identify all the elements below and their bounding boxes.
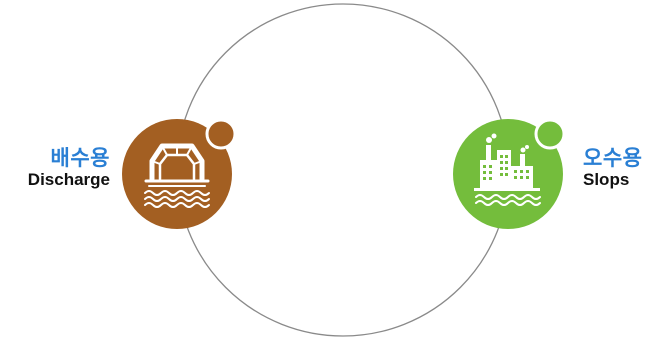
- water-gate-icon: [144, 143, 210, 208]
- factory-icon: [474, 133, 540, 191]
- discharge-label-ko: 배수용: [50, 146, 110, 170]
- discharge-node: [122, 118, 237, 229]
- slops-label: 오수용 Slops: [583, 146, 649, 190]
- slops-label-ko: 오수용: [583, 146, 643, 170]
- discharge-label-en: Discharge: [27, 170, 110, 190]
- discharge-label: 배수용 Discharge: [14, 146, 110, 190]
- slops-accent-dot: [534, 118, 566, 150]
- slops-waves: [475, 194, 541, 206]
- slops-label-en: Slops: [583, 170, 630, 190]
- discharge-accent-dot: [205, 118, 237, 150]
- slops-node: [453, 118, 566, 229]
